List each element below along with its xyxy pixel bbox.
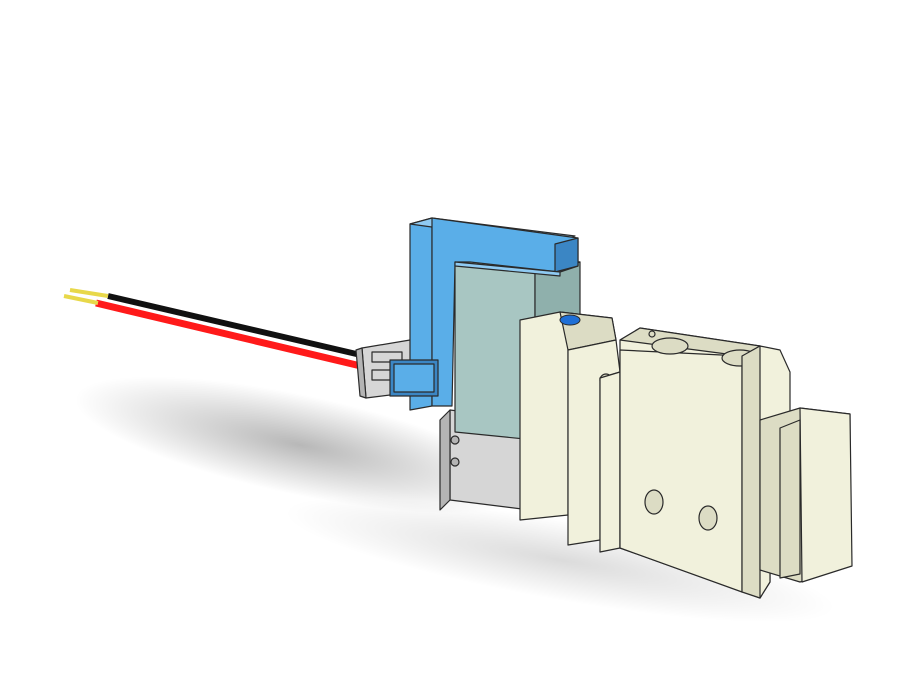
floor-shadow-2 bbox=[284, 497, 836, 623]
valve-body bbox=[519, 311, 791, 599]
mount-hole-1 bbox=[644, 489, 664, 515]
coil-cover bbox=[389, 217, 579, 411]
lead-wire-red bbox=[95, 299, 366, 371]
lead-wire-black bbox=[107, 293, 366, 359]
port-1 bbox=[651, 337, 689, 355]
mount-hole-2 bbox=[698, 505, 718, 531]
manual-override-button[interactable] bbox=[559, 314, 581, 326]
lead-tip-1 bbox=[69, 288, 109, 298]
end-plate bbox=[759, 407, 853, 583]
lead-tip-2 bbox=[63, 294, 99, 305]
floor-shadow bbox=[74, 376, 526, 514]
lead-wires bbox=[63, 288, 366, 371]
